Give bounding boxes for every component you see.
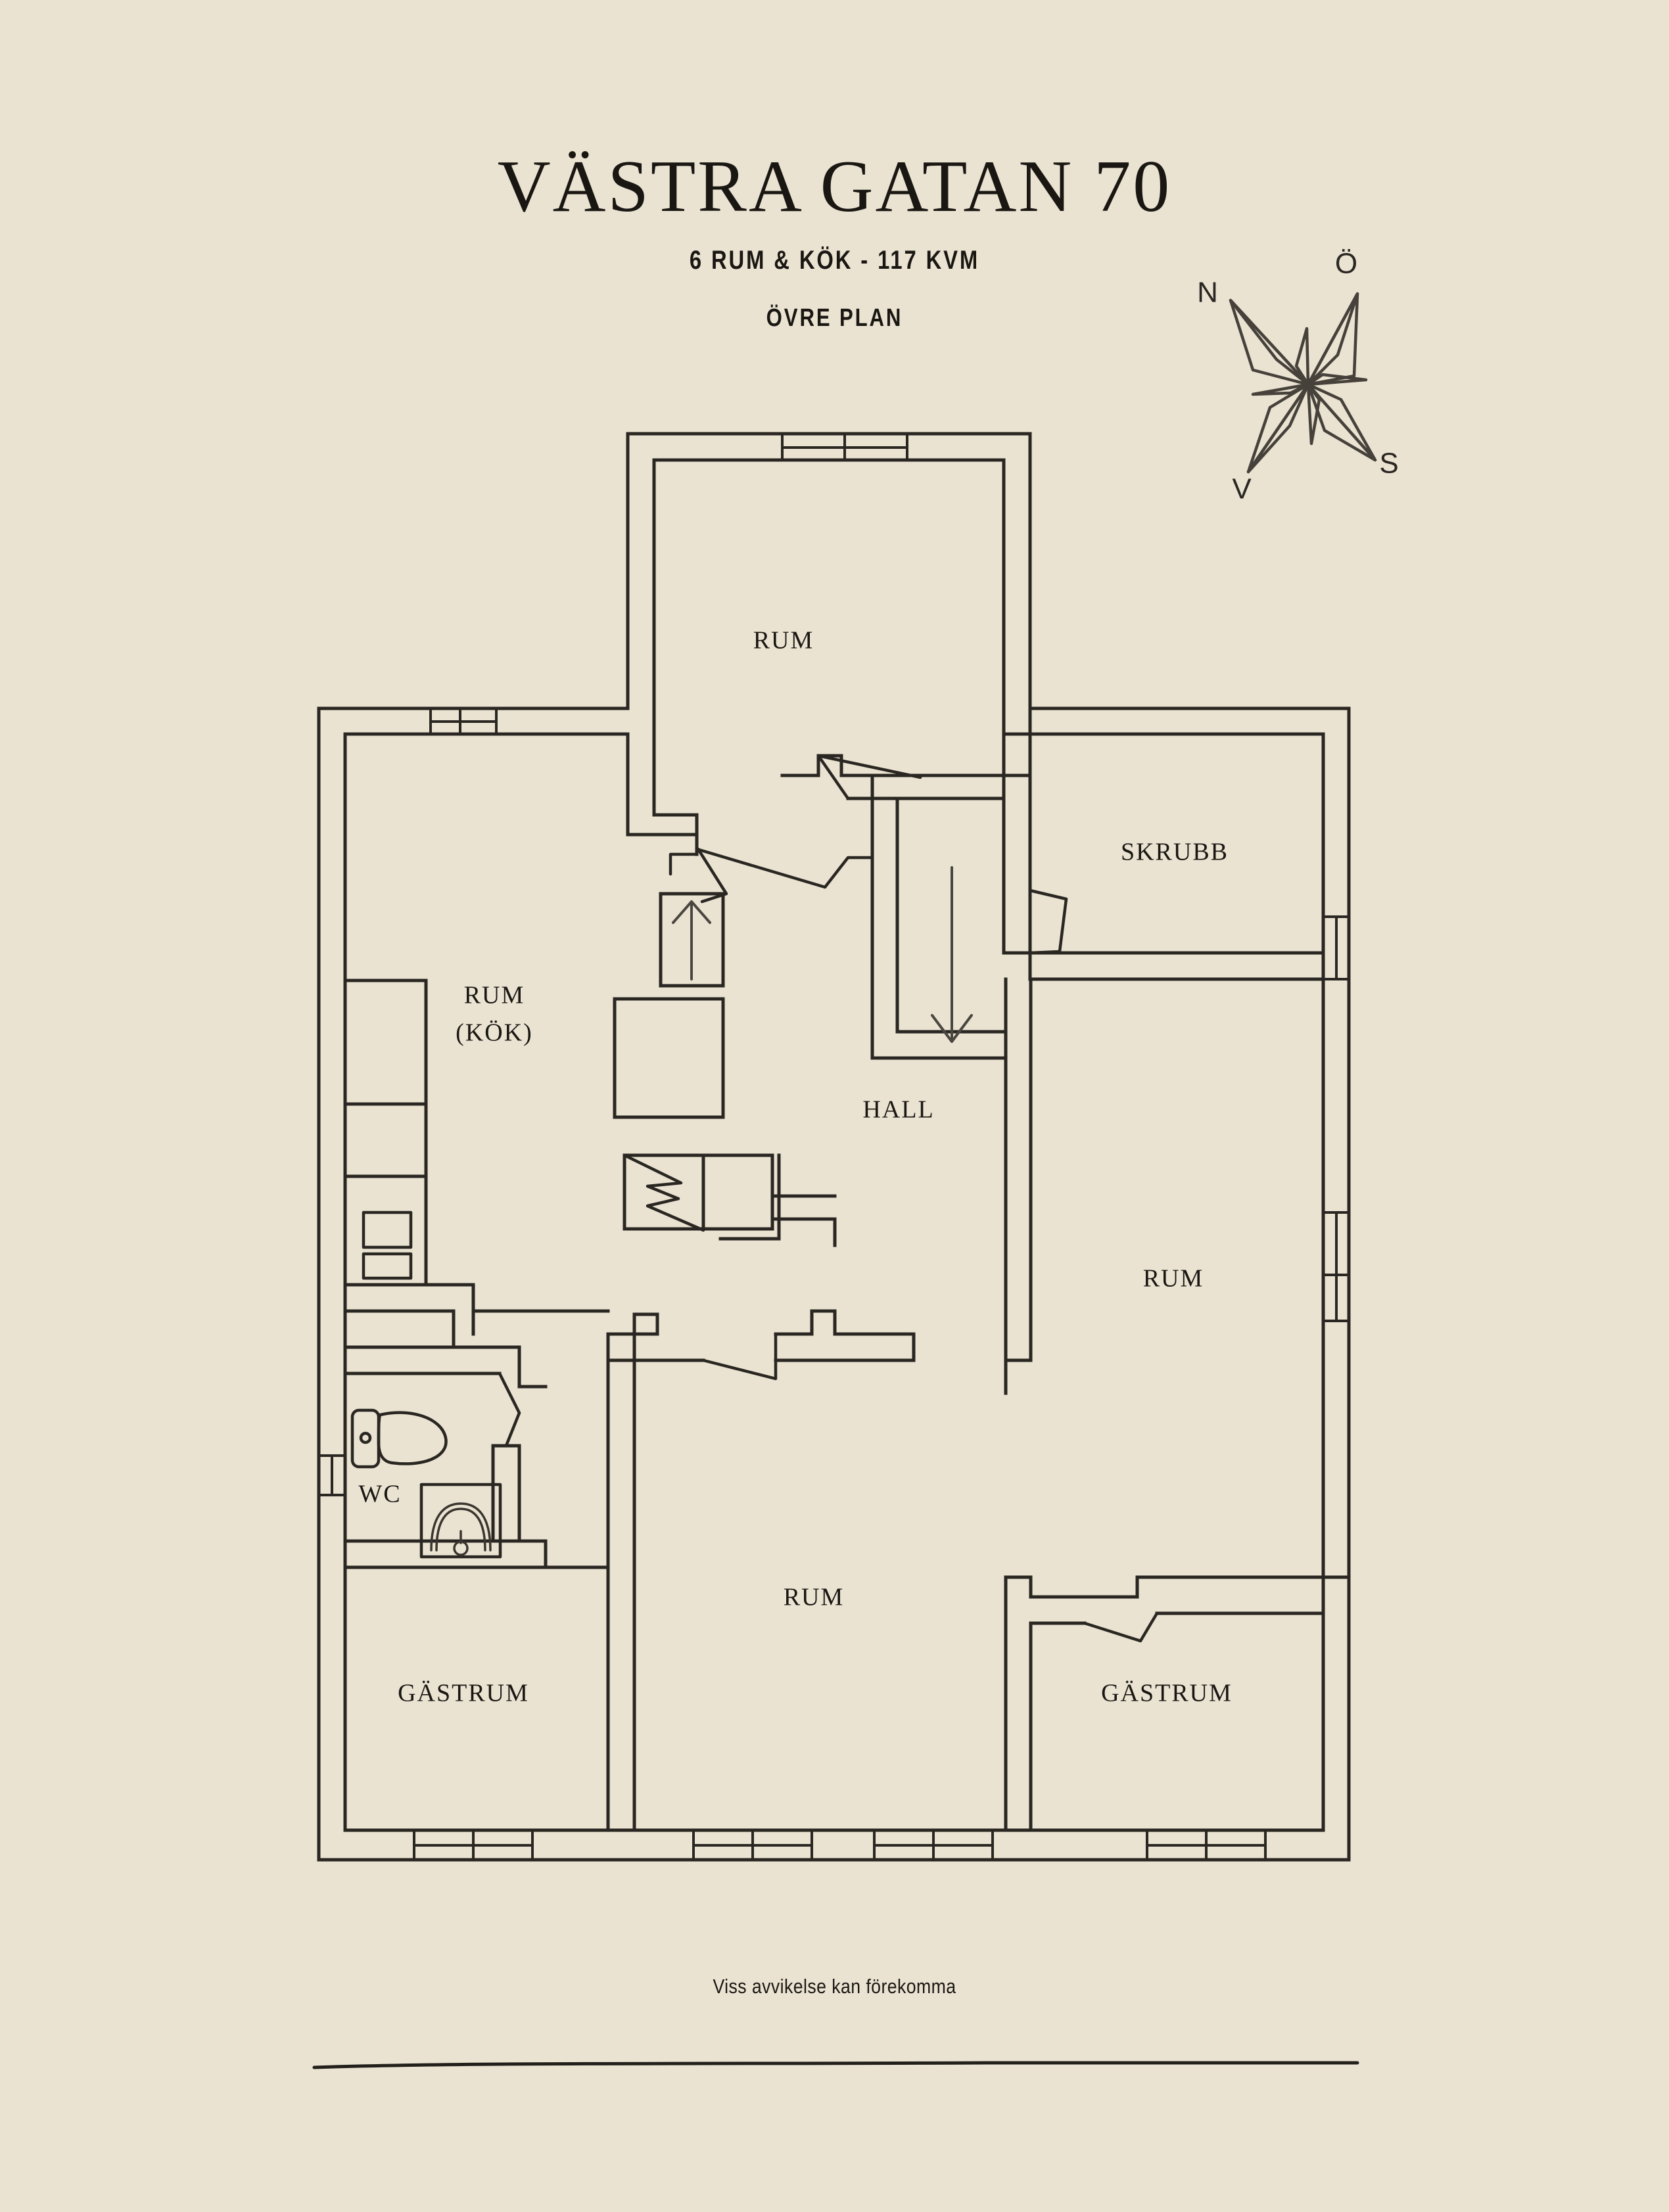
stair-up-shaft	[659, 892, 725, 988]
building-inner-walls	[343, 458, 1325, 1832]
stair-down-arrow	[931, 866, 973, 1043]
compass-rose: N Ö S V	[1197, 248, 1399, 505]
room-label-gastrum-right: GÄSTRUM	[1101, 1680, 1233, 1707]
room-label-skrubb: SKRUBB	[1121, 839, 1229, 866]
window-left-upper	[429, 707, 498, 735]
compass-label-s: S	[1379, 448, 1398, 480]
window-bottom-4	[1146, 1829, 1267, 1861]
stair-up-arrow	[672, 900, 711, 980]
building-outer-walls	[317, 432, 1351, 1862]
room-label-hall: HALL	[862, 1096, 934, 1124]
compass-label-o: Ö	[1335, 248, 1357, 280]
poster-header: VÄSTRA GATAN 70 6 RUM & KÖK - 117 KVM ÖV…	[0, 150, 1669, 333]
window-bottom-2	[692, 1829, 813, 1861]
room-label-rum-right: RUM	[1143, 1265, 1204, 1293]
window-right-mid2	[1322, 1274, 1350, 1322]
window-right-upper	[1322, 915, 1350, 980]
closet-upper	[626, 813, 728, 904]
wall-kitchen-right	[626, 732, 656, 837]
kitchen-lower-block	[613, 997, 725, 1119]
sink-fixture	[419, 1483, 502, 1559]
wall-upper-cross	[780, 754, 1032, 800]
zigzag-symbol	[623, 1153, 705, 1232]
wall-center-left	[606, 1332, 636, 1832]
room-label-wc: WC	[358, 1481, 401, 1508]
room-label-gastrum-left: GÄSTRUM	[398, 1680, 529, 1707]
window-right-mid	[1322, 1211, 1350, 1276]
wall-hall-right	[1004, 977, 1033, 1362]
toilet-fixture	[350, 1408, 448, 1469]
wall-hall-center-divider	[606, 1309, 916, 1381]
stair-down-shaft	[870, 773, 1008, 1060]
skrubb-walls	[1002, 706, 1325, 981]
wall-hall-diagonal-upper	[695, 847, 874, 889]
room-label-rum-top: RUM	[753, 627, 814, 655]
disclaimer-text: Viss avvikelse kan förekomma	[713, 1975, 956, 1998]
window-top	[781, 432, 908, 461]
compass-label-v: V	[1232, 473, 1252, 505]
compass-label-n: N	[1197, 277, 1218, 309]
room-label-rum-center: RUM	[784, 1584, 845, 1611]
window-bottom-1	[413, 1829, 534, 1861]
room-label-rum-kok-sub: (KÖK)	[456, 1019, 533, 1047]
wall-kitchen-south	[343, 1283, 610, 1346]
bottom-rule	[312, 2061, 1359, 2069]
floor-label: ÖVRE PLAN	[766, 304, 903, 332]
wc-walls	[317, 1345, 610, 1569]
room-label-rum-kok: RUM	[464, 982, 525, 1009]
wall-right-gastrum-top	[1004, 1575, 1351, 1832]
kitchen-counter	[343, 979, 428, 1287]
wall-hall-south	[701, 1153, 837, 1247]
window-bottom-3	[873, 1829, 994, 1861]
page-title: VÄSTRA GATAN 70	[497, 146, 1172, 227]
property-specs: 6 RUM & KÖK - 117 KVM	[689, 246, 980, 275]
